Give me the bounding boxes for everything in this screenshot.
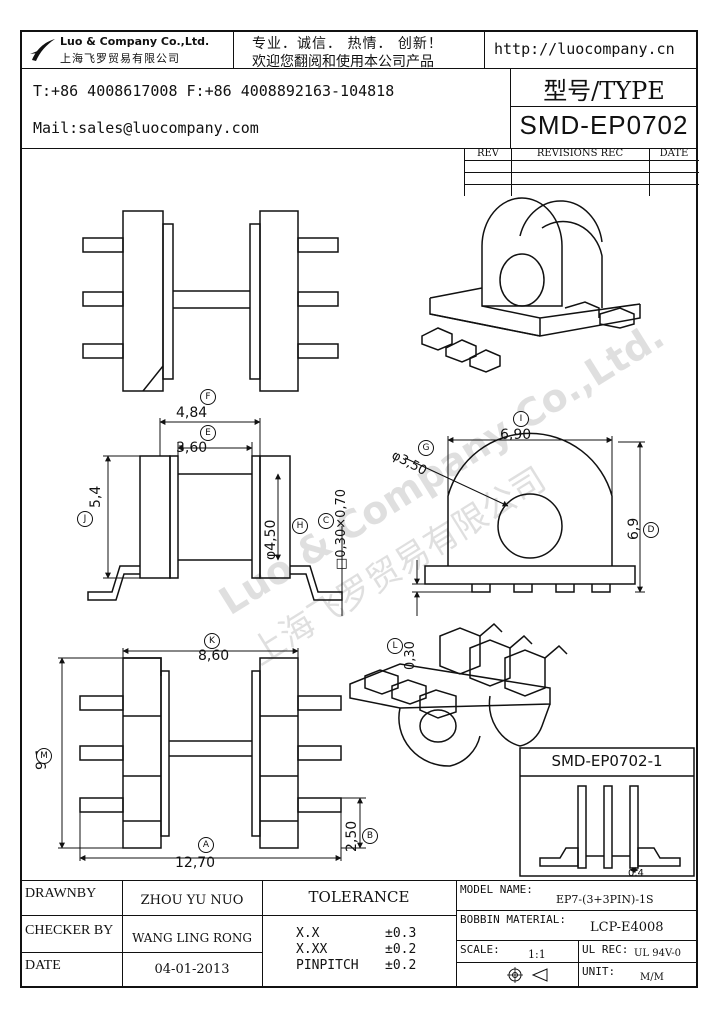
ref-I-circle: I	[513, 411, 529, 427]
isometric-view-top	[421, 197, 641, 373]
watermark: Luo & Company Co.,Ltd. 上海飞罗贸易有限公司	[211, 313, 671, 673]
dim-B-value: 2,50	[344, 820, 360, 852]
tb-right-row-1	[456, 910, 698, 911]
dim-A-value: 12,70	[175, 855, 216, 871]
tb-sep-2	[262, 880, 263, 988]
tol-xxx-value: ±0.2	[385, 942, 417, 957]
ref-G-circle: G	[418, 440, 434, 456]
unit-label: UNIT:	[582, 965, 616, 978]
email[interactable]: Mail:sales@luocompany.com	[33, 119, 259, 137]
rev-desc-col-header: REVISIONS REC	[536, 148, 624, 159]
isometric-view-bottom	[349, 622, 568, 767]
header-sep-2	[484, 30, 485, 68]
header-divider	[20, 68, 698, 69]
ulrec-value: UL 94V-0	[634, 948, 682, 959]
title-block-top	[20, 880, 698, 881]
side-view	[87, 418, 343, 616]
type-label: 型号/TYPE	[543, 77, 665, 105]
ulrec-label: UL REC:	[582, 943, 629, 956]
type-row-sep	[510, 106, 698, 107]
top-view	[82, 210, 339, 392]
scale-value: 1:1	[528, 948, 546, 961]
tb-sep-3	[456, 880, 457, 988]
dim-K-value: 8,60	[198, 648, 230, 664]
tb-right-row-3	[456, 962, 698, 963]
scale-label: SCALE:	[460, 943, 500, 956]
dim-pitch-value: 0.4	[628, 868, 644, 879]
bobbin-label: BOBBIN MATERIAL:	[460, 913, 566, 926]
company-name-en: Luo & Company Co.,Ltd.	[60, 35, 210, 48]
dim-L-value: 0,30	[403, 641, 418, 670]
tol-xx-label: X.X	[296, 926, 320, 941]
drawnby-label: DRAWNBY	[25, 886, 97, 901]
company-url[interactable]: http://luocompany.cn	[494, 40, 675, 58]
contact-bottom-line	[20, 148, 698, 149]
ref-K-circle: K	[204, 633, 220, 649]
tol-pin-value: ±0.2	[385, 958, 417, 973]
checker-label: CHECKER BY	[25, 923, 114, 938]
dim-C-value: □0,30×0,70	[334, 488, 349, 570]
tb-row-1	[20, 915, 262, 916]
model-number: SMD-EP0702	[519, 110, 689, 140]
dim-D-value: 6,9	[626, 517, 642, 540]
ref-D-circle: D	[643, 522, 659, 538]
type-column-sep	[510, 68, 511, 148]
checker-value: WANG LING RONG	[132, 931, 252, 945]
tb-right-sep	[578, 940, 579, 988]
dim-E-value: 3,60	[176, 440, 208, 456]
bobbin-value: LCP-E4008	[590, 920, 664, 935]
dim-J-value: 5,4	[88, 485, 104, 508]
ref-C-circle: C	[318, 513, 334, 529]
tolerance-label: TOLERANCE	[308, 888, 410, 906]
drawing-frame	[20, 30, 698, 988]
rev-date-col-header: DATE	[659, 148, 689, 159]
bottom-view	[58, 648, 366, 861]
phone-fax: T:+86 4008617008 F:+86 4008892163-104818	[33, 82, 395, 100]
tb-sep-1	[122, 880, 123, 988]
revisions-table: REV REVISIONS REC DATE	[464, 148, 699, 196]
projection-symbol-icon	[507, 967, 548, 983]
dim-F-value: 4,84	[176, 405, 208, 421]
slogan-line-2: 欢迎您翻阅和使用本公司产品	[252, 54, 434, 70]
ref-H-circle: H	[292, 518, 308, 534]
date-label: DATE	[25, 958, 61, 973]
tb-right-row-2	[456, 940, 698, 941]
unit-value: M/M	[640, 972, 664, 983]
dim-I-value: 6,90	[500, 427, 532, 443]
company-name-cn: 上海飞罗贸易有限公司	[60, 52, 180, 65]
tol-xxx-label: X.XX	[296, 942, 328, 957]
rev-col-header: REV	[476, 148, 500, 159]
header-sep-1	[233, 30, 234, 68]
technical-drawing: Luo & Company Co.,Ltd. 上海飞罗贸易有限公司	[58, 197, 695, 877]
tb-row-2	[20, 952, 262, 953]
dim-H-value: φ4,50	[263, 519, 279, 560]
front-view	[404, 432, 645, 616]
ref-B-circle: B	[362, 828, 378, 844]
tb-tol-row	[262, 915, 456, 916]
tol-pin-label: PINPITCH	[296, 958, 359, 973]
tol-xx-value: ±0.3	[385, 926, 417, 941]
ref-J-circle: J	[77, 511, 93, 527]
date-value: 04-01-2013	[154, 962, 230, 977]
detail-box	[519, 747, 695, 877]
company-logo-icon	[30, 39, 55, 61]
ref-F-circle: F	[200, 389, 216, 405]
detail-title: SMD-EP0702-1	[551, 752, 663, 770]
model-name-label: MODEL NAME:	[460, 883, 533, 896]
drawnby-value: ZHOU YU NUO	[140, 893, 244, 908]
model-name-value: EP7-(3+3PIN)-1S	[556, 893, 654, 906]
slogan-line-1: 专业．诚信． 热情． 创新！	[252, 36, 443, 52]
ref-A-circle: A	[198, 837, 214, 853]
ref-M-circle: M	[36, 748, 52, 764]
ref-L-circle: L	[387, 638, 403, 654]
watermark-en: Luo & Company Co.,Ltd.	[211, 313, 671, 623]
ref-E-circle: E	[200, 425, 216, 441]
